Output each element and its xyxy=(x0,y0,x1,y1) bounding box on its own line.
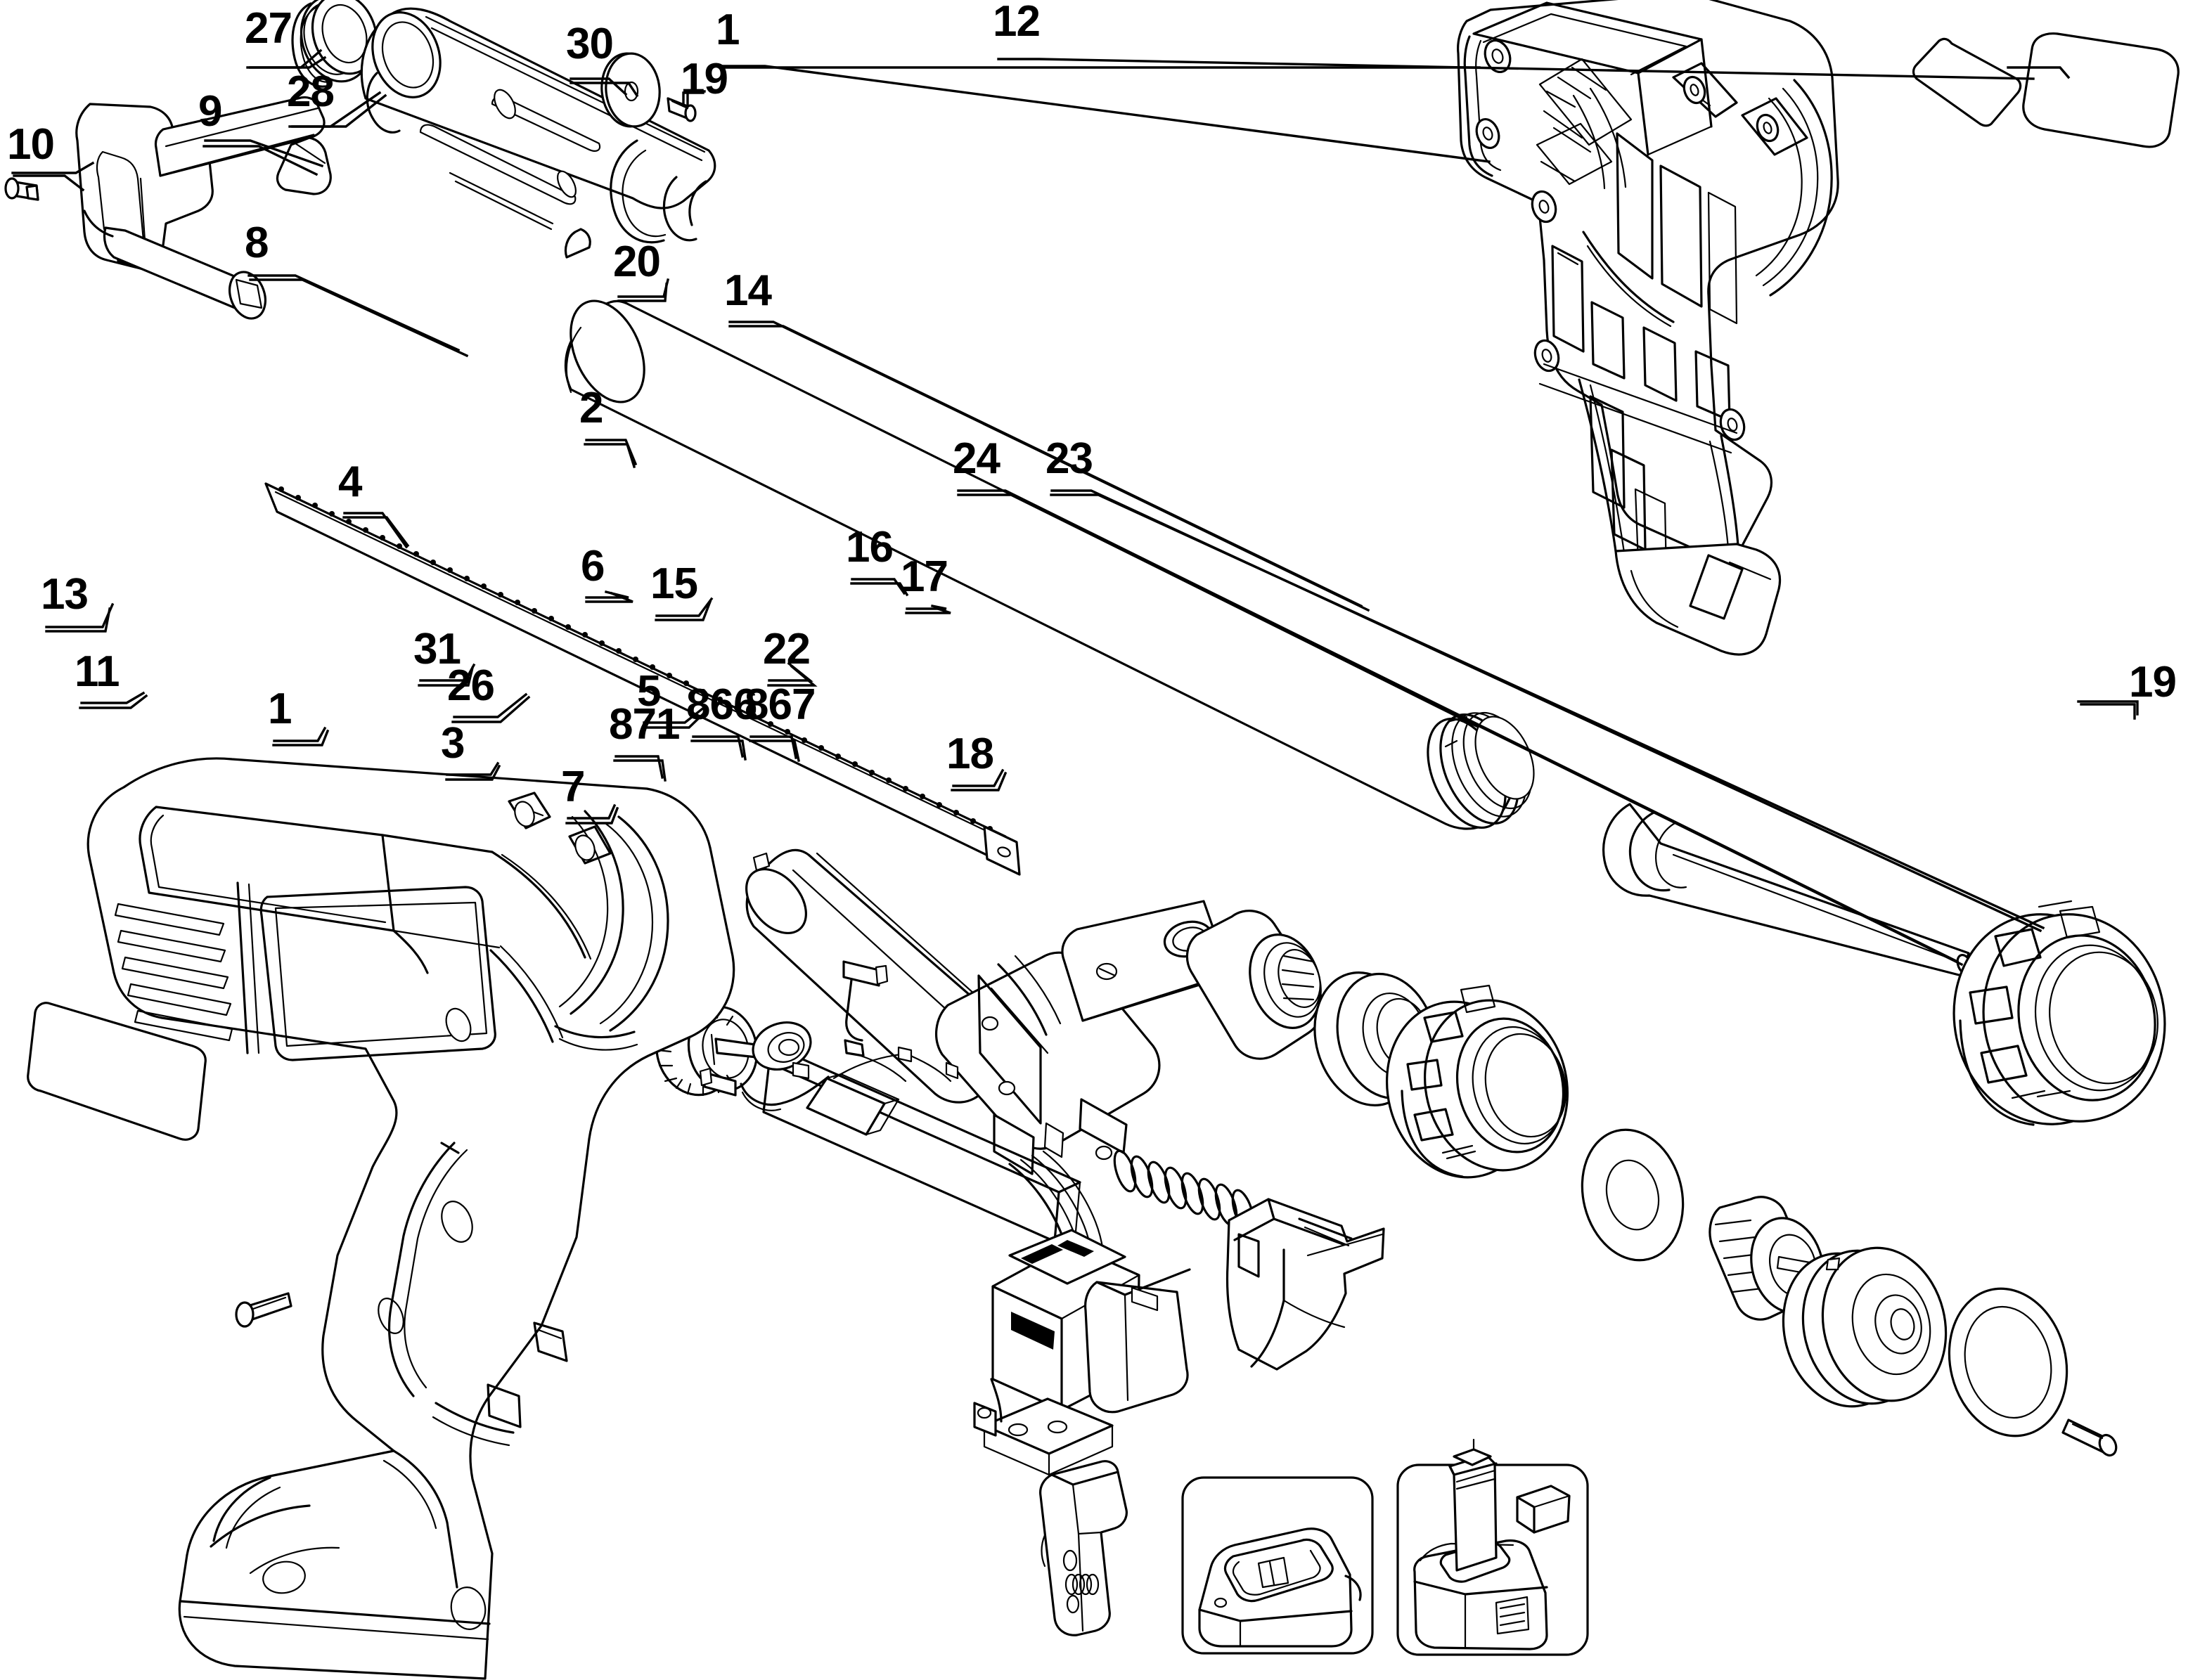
callout-867: 867 xyxy=(745,680,816,729)
callout-27: 27 xyxy=(245,4,292,53)
callout-16: 16 xyxy=(846,523,894,571)
part-18-piston-seals xyxy=(1782,1246,2068,1437)
callout-22: 22 xyxy=(763,625,811,673)
callout-20: 20 xyxy=(613,238,661,286)
part-23-ring-nut xyxy=(1952,900,2166,1126)
callout-18: 18 xyxy=(946,730,994,778)
part-26-switch-assembly xyxy=(973,1229,1191,1476)
callout-30: 30 xyxy=(566,20,614,68)
part-19-screw-bottom xyxy=(2061,1419,2118,1457)
callout-866: 866 xyxy=(686,680,757,729)
callout-2: 2 xyxy=(579,384,603,432)
callout-19-top: 19 xyxy=(681,55,728,103)
callout-12: 12 xyxy=(993,0,1041,46)
part-13-warning-label xyxy=(27,1002,207,1141)
callout-13: 13 xyxy=(41,570,89,619)
part-28-barrel-cradle xyxy=(360,7,716,259)
callout-10: 10 xyxy=(7,120,55,169)
callout-1-housing: 1 xyxy=(716,6,740,54)
part-11-trigger-pin xyxy=(235,1292,292,1328)
part-19-screw-top xyxy=(667,97,697,122)
part-16-flat-washer xyxy=(1581,1128,1685,1262)
part-1-tool-body xyxy=(86,757,735,1680)
callout-9: 9 xyxy=(198,87,222,136)
part-7-latch-lever xyxy=(1039,1460,1128,1636)
callout-6: 6 xyxy=(581,542,605,590)
callout-1-body: 1 xyxy=(268,685,292,733)
callout-31: 31 xyxy=(413,625,461,673)
callout-28: 28 xyxy=(287,67,335,116)
callout-4: 4 xyxy=(338,458,362,506)
callout-871: 871 xyxy=(609,700,680,749)
callout-26: 26 xyxy=(447,661,495,710)
part-5-drive-clip xyxy=(1225,1198,1385,1371)
callout-14: 14 xyxy=(724,266,772,315)
part-871-charger-box xyxy=(1181,1476,1374,1655)
callout-3: 3 xyxy=(441,719,465,768)
part-22-knurled-collar xyxy=(1385,984,1569,1179)
callout-15: 15 xyxy=(650,560,698,608)
callout-8: 8 xyxy=(245,219,269,267)
callout-7: 7 xyxy=(561,763,585,811)
part-866-battery-box xyxy=(1396,1438,1589,1656)
callout-11: 11 xyxy=(75,647,120,696)
callout-23: 23 xyxy=(1045,434,1093,483)
callout-24: 24 xyxy=(953,434,1000,483)
callout-5: 5 xyxy=(637,667,661,716)
callout-17: 17 xyxy=(901,553,948,601)
callout-19-bottom: 19 xyxy=(2129,658,2177,706)
